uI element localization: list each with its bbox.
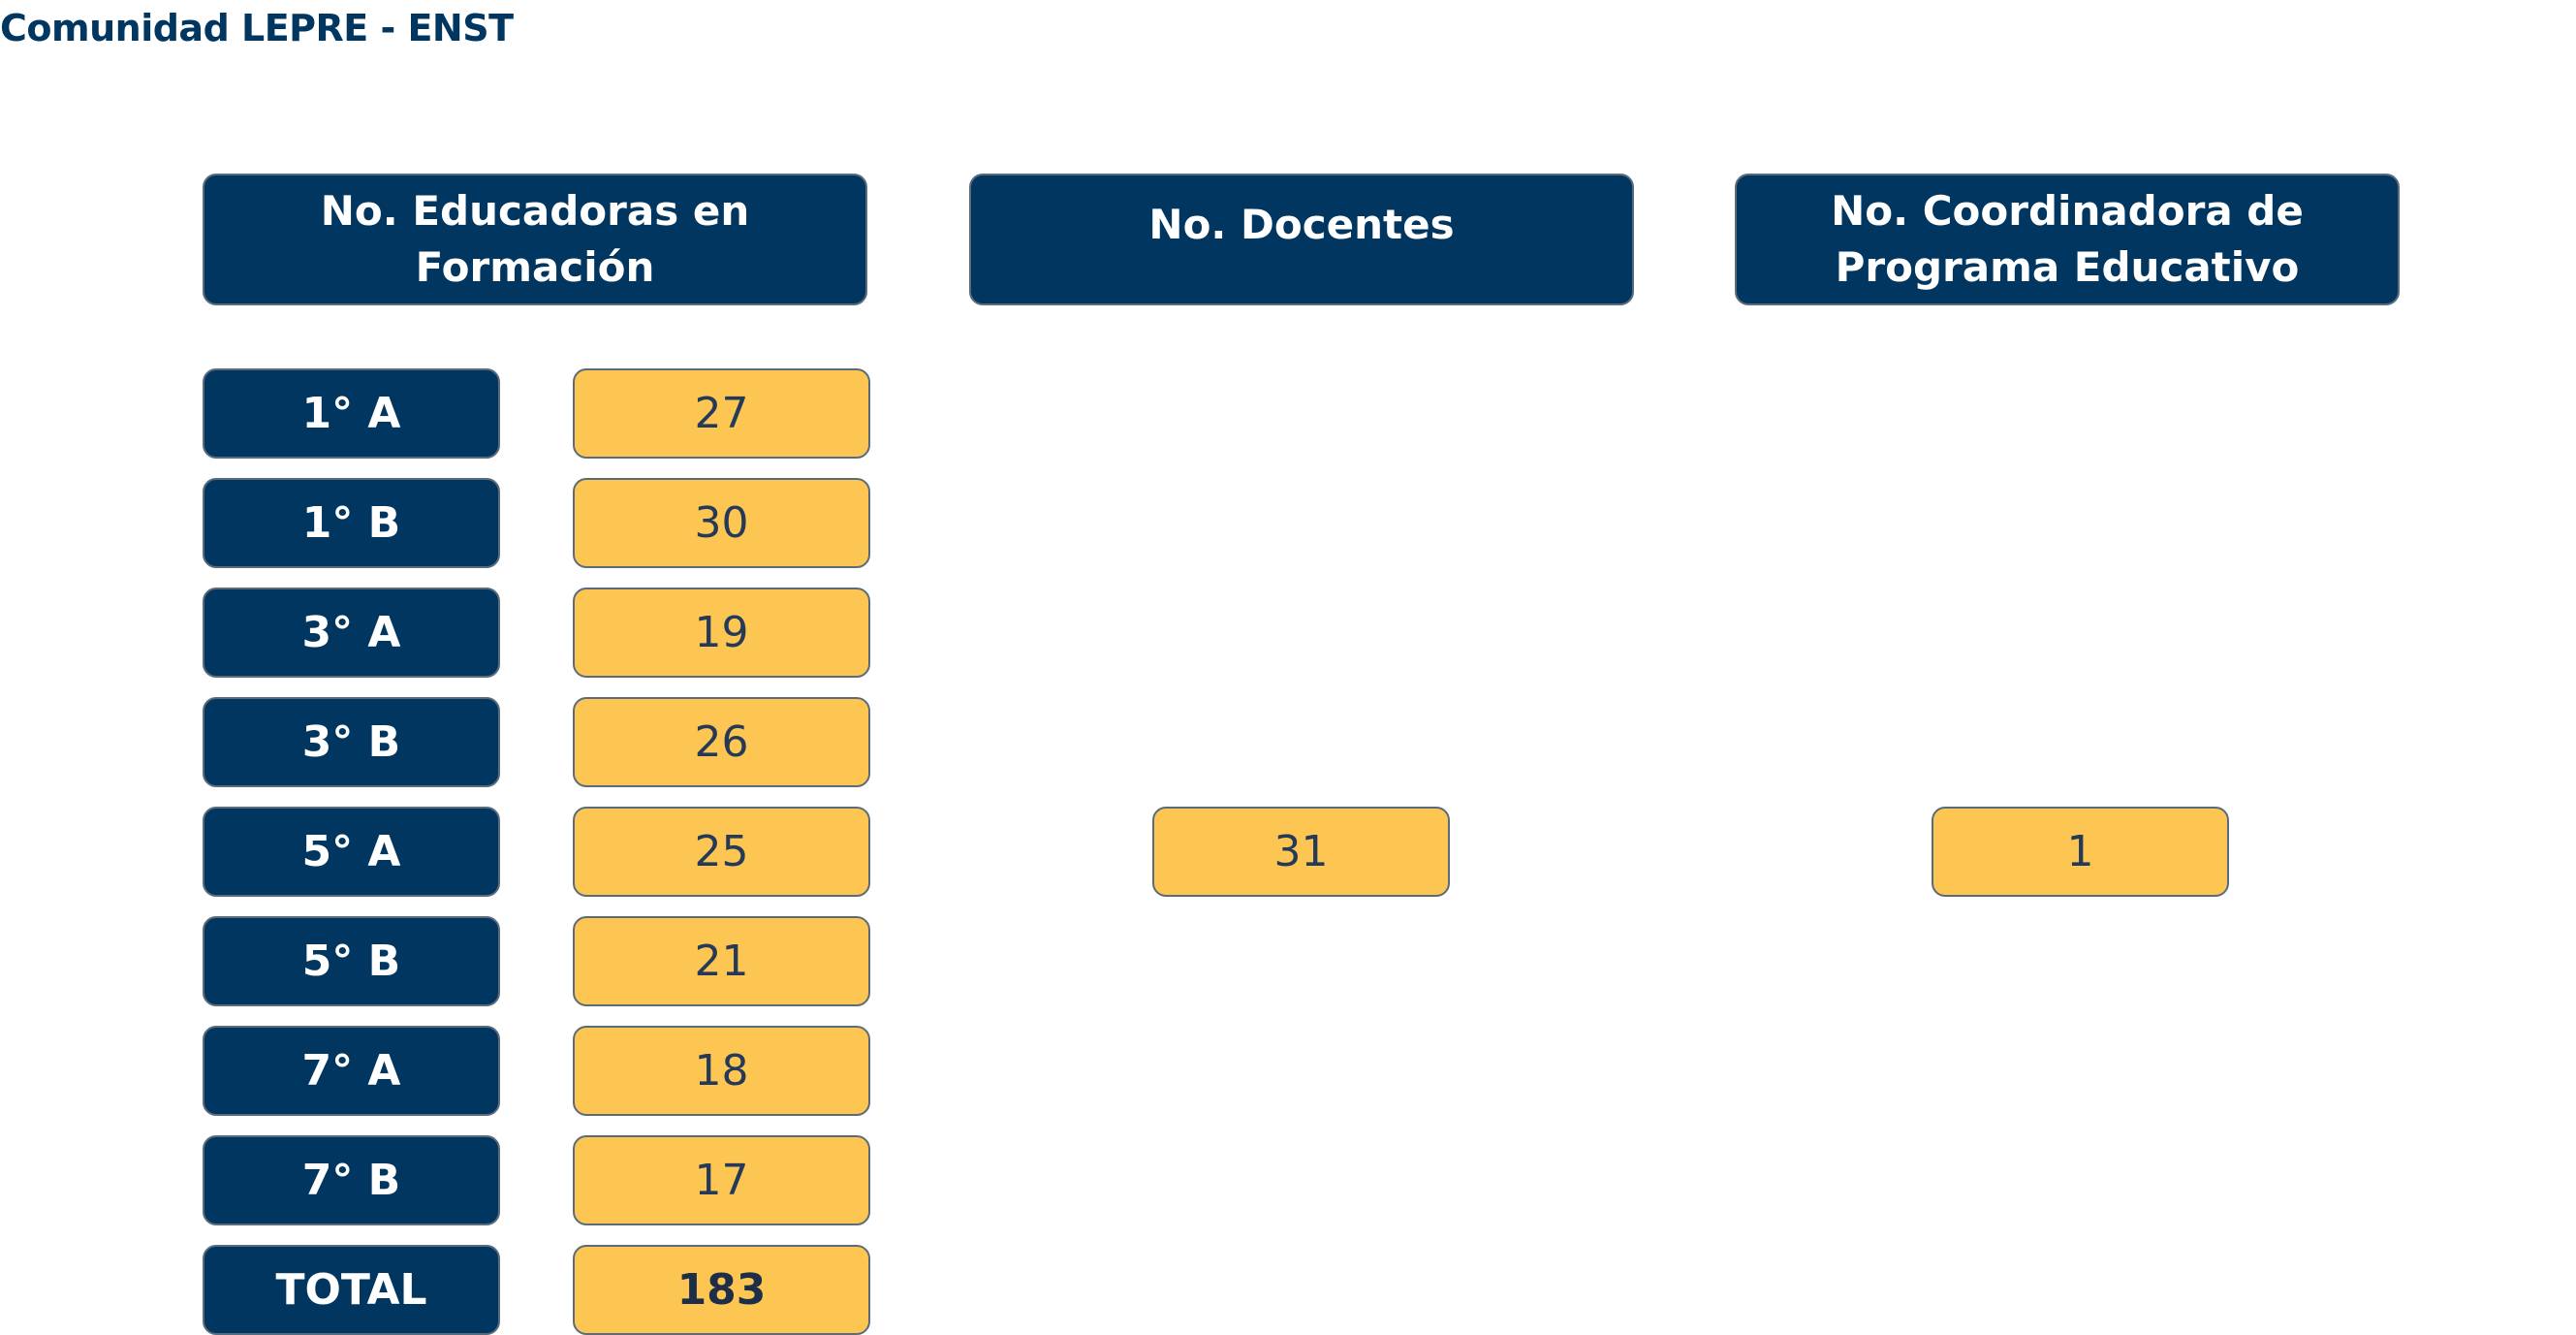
group-label: 1° A	[203, 368, 500, 459]
total-label: TOTAL	[203, 1245, 500, 1335]
group-count: 30	[573, 478, 870, 568]
group-count: 18	[573, 1026, 870, 1116]
group-label: 5° B	[203, 916, 500, 1006]
page-title: Comunidad LEPRE - ENST	[0, 7, 514, 49]
group-label: 7° A	[203, 1026, 500, 1116]
total-count: 183	[573, 1245, 870, 1335]
group-count: 25	[573, 807, 870, 897]
docentes-count: 31	[1152, 807, 1450, 897]
header-docentes: No. Docentes	[969, 174, 1634, 305]
group-label: 3° A	[203, 588, 500, 678]
group-count: 21	[573, 916, 870, 1006]
group-count: 26	[573, 697, 870, 787]
group-label: 7° B	[203, 1135, 500, 1225]
header-educadoras: No. Educadoras en Formación	[203, 174, 867, 305]
group-label: 3° B	[203, 697, 500, 787]
group-count: 17	[573, 1135, 870, 1225]
group-count: 19	[573, 588, 870, 678]
group-label: 5° A	[203, 807, 500, 897]
group-count: 27	[573, 368, 870, 459]
header-coordinadora: No. Coordinadora de Programa Educativo	[1735, 174, 2400, 305]
coordinadora-count: 1	[1932, 807, 2229, 897]
group-label: 1° B	[203, 478, 500, 568]
